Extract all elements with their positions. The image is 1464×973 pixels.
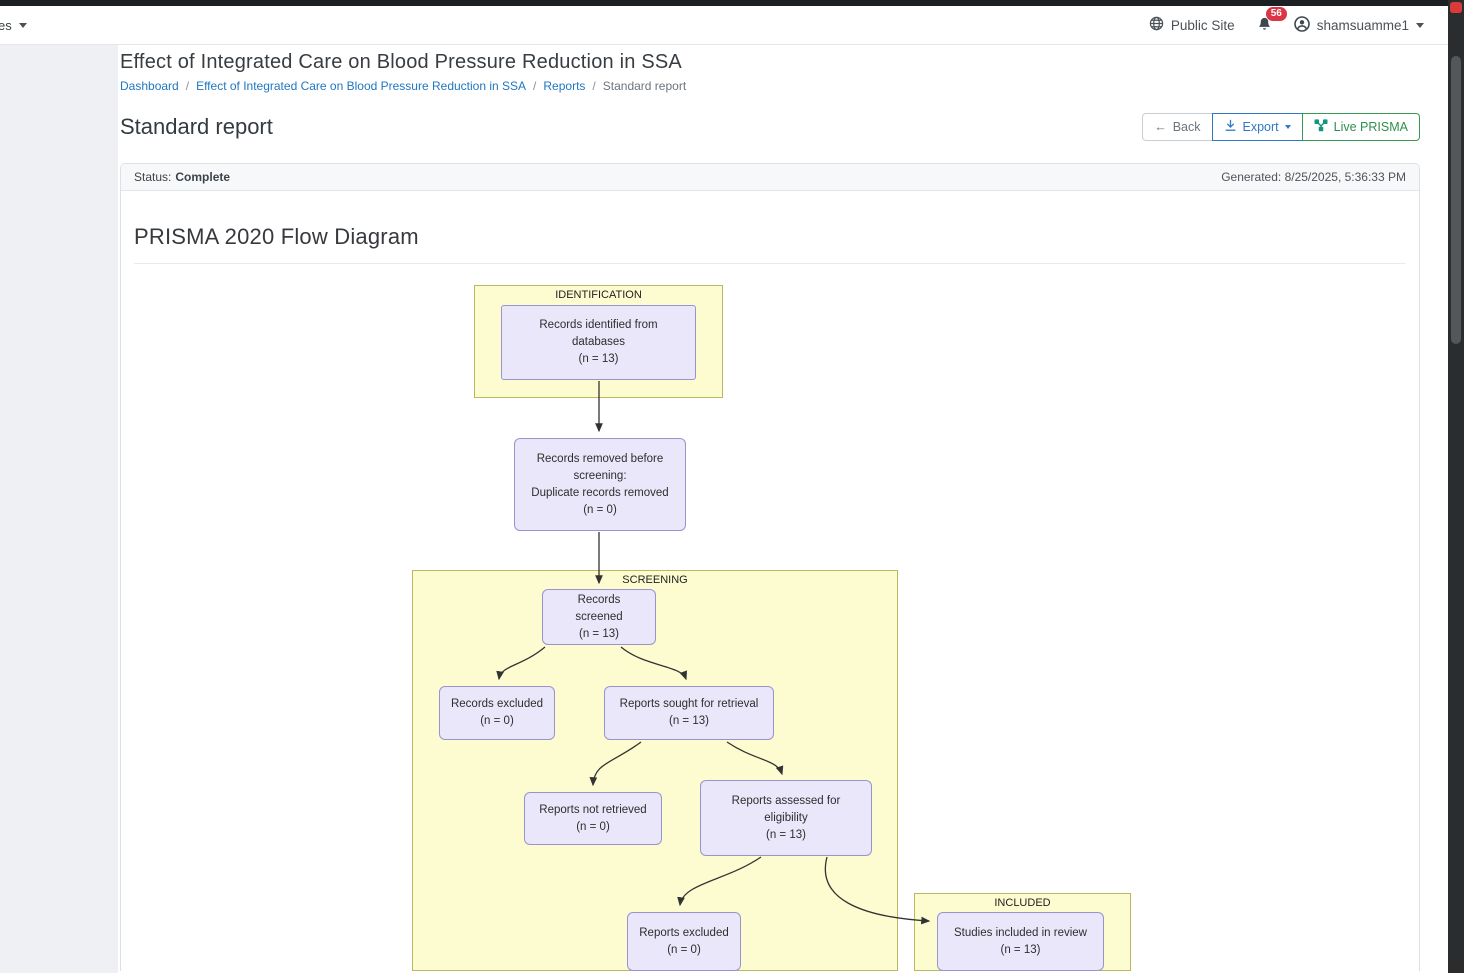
public-site-label: Public Site — [1170, 17, 1235, 33]
reports-excluded-text: Reports excluded — [639, 926, 729, 939]
screening-section-label: SCREENING — [622, 574, 688, 586]
caret-down-icon — [1284, 125, 1291, 129]
records-excluded-text: Records excluded — [450, 698, 544, 710]
page-title: Effect of Integrated Care on Blood Press… — [120, 51, 682, 73]
breadcrumb-separator: / — [185, 79, 190, 93]
report-status-bar: Status:Complete Generated: 8/25/2025, 5:… — [121, 164, 1419, 191]
breadcrumb-dashboard-link[interactable]: Dashboard — [120, 79, 179, 93]
included-section-label: INCLUDED — [994, 897, 1051, 909]
records-removed-box: Records removed before screening: Duplic… — [514, 438, 686, 531]
caret-down-icon — [18, 22, 27, 28]
live-prisma-button[interactable]: Live PRISMA — [1301, 113, 1420, 141]
reports-sought-box: Reports sought for retrieval (n = 13) — [604, 686, 774, 740]
export-button[interactable]: Export — [1211, 113, 1303, 141]
top-navbar: es Public Site 56 — [0, 6, 1448, 45]
status-label: Status: — [134, 170, 172, 184]
records-excluded-box: Records excluded (n = 0) — [439, 686, 555, 740]
generated-timestamp: Generated: 8/25/2025, 5:36:33 PM — [1221, 170, 1406, 184]
browser-scrollbar[interactable] — [1448, 0, 1464, 973]
breadcrumb-separator: / — [533, 79, 537, 93]
user-menu[interactable]: shamsuamme1 — [1293, 15, 1424, 35]
back-button[interactable]: ← Back — [1142, 113, 1213, 141]
records-excluded-count: (n = 0) — [480, 715, 514, 727]
records-identified-text: Records identified from databases — [539, 319, 658, 348]
reports-excluded-count: (n = 0) — [667, 943, 701, 956]
diagram-title: PRISMA 2020 Flow Diagram — [134, 224, 419, 249]
breadcrumb: Dashboard / Effect of Integrated Care on… — [120, 79, 686, 93]
breadcrumb-review-link[interactable]: Effect of Integrated Care on Blood Press… — [196, 79, 527, 93]
report-heading: Standard report — [120, 114, 273, 139]
reports-not-retrieved-count: (n = 0) — [576, 820, 610, 833]
public-site-link[interactable]: Public Site — [1149, 16, 1235, 34]
report-toolbar: ← Back Export Live PRISMA — [1142, 113, 1420, 141]
records-screened-box: Records screened (n = 13) — [542, 589, 656, 645]
notification-count-badge: 56 — [1265, 6, 1287, 21]
reports-not-retrieved-text: Reports not retrieved — [539, 803, 647, 816]
user-avatar-icon — [1293, 15, 1310, 35]
username-label: shamsuamme1 — [1316, 17, 1409, 33]
back-button-label: Back — [1172, 120, 1201, 134]
records-identified-box: Records identified from databases (n = 1… — [501, 305, 696, 380]
reports-assessed-count: (n = 13) — [766, 828, 806, 841]
reports-sought-count: (n = 13) — [669, 715, 709, 727]
studies-included-text: Studies included in review — [954, 926, 1087, 939]
records-removed-count: (n = 0) — [583, 503, 617, 516]
scrollbar-marker — [1450, 2, 1462, 13]
reports-not-retrieved-box: Reports not retrieved (n = 0) — [524, 792, 662, 845]
records-screened-text: Records screened — [575, 593, 623, 623]
title-divider — [134, 263, 1406, 264]
scrollbar-thumb[interactable] — [1451, 56, 1461, 344]
export-button-label: Export — [1242, 120, 1279, 134]
reports-assessed-text: Reports assessed for eligibility — [731, 794, 841, 824]
caret-down-icon — [1416, 22, 1424, 28]
studies-included-box: Studies included in review (n = 13) — [937, 912, 1104, 971]
bell-icon — [1257, 16, 1272, 35]
reports-excluded-box: Reports excluded (n = 0) — [627, 912, 741, 971]
live-prisma-label: Live PRISMA — [1333, 120, 1408, 134]
records-identified-count: (n = 13) — [578, 353, 619, 365]
status-text: Status:Complete — [134, 170, 230, 184]
globe-icon — [1149, 16, 1164, 34]
nav-left-menu[interactable]: es — [0, 18, 27, 33]
reports-sought-text: Reports sought for retrieval — [619, 698, 759, 710]
status-value: Complete — [175, 170, 231, 184]
notifications-button[interactable]: 56 — [1257, 6, 1287, 35]
window-top-strip — [0, 0, 1464, 6]
records-removed-reason: Duplicate records removed — [531, 486, 669, 499]
report-card: Status:Complete Generated: 8/25/2025, 5:… — [120, 163, 1420, 971]
back-arrow-icon: ← — [1154, 120, 1167, 134]
download-icon — [1224, 119, 1237, 135]
nav-left-menu-label: es — [0, 17, 12, 33]
breadcrumb-separator: / — [592, 79, 596, 93]
breadcrumb-current: Standard report — [602, 79, 687, 93]
reports-assessed-box: Reports assessed for eligibility (n = 13… — [700, 780, 872, 856]
main-content-panel: Effect of Integrated Care on Blood Press… — [118, 45, 1448, 973]
prisma-flow-diagram: IDENTIFICATION SCREENING INCLUDED Record… — [121, 285, 1421, 971]
records-removed-text: Records removed before screening: — [536, 452, 664, 482]
breadcrumb-reports-link[interactable]: Reports — [543, 79, 586, 93]
identification-section-label: IDENTIFICATION — [555, 289, 642, 301]
records-screened-count: (n = 13) — [579, 627, 619, 640]
studies-included-count: (n = 13) — [1000, 943, 1041, 956]
flow-diagram-icon — [1314, 119, 1328, 135]
